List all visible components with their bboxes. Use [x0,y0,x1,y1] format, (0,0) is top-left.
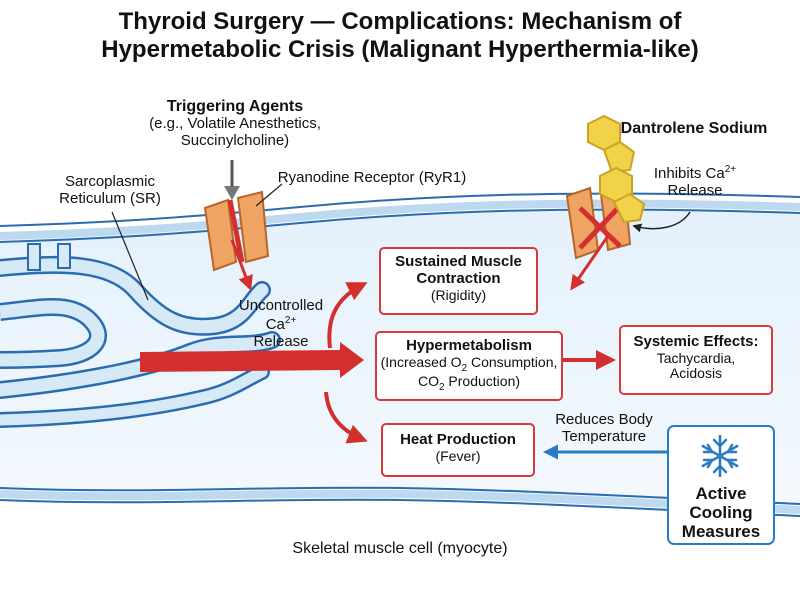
snowflake-icon [701,434,739,478]
box-systemic-frame [619,325,773,395]
reduces-line-1: Reduces Body [555,411,653,428]
triggers-label: Triggering Agents (e.g., Volatile Anesth… [120,98,350,150]
box-contraction: Sustained Muscle Contraction (Rigidity) [380,253,537,303]
page-title: Thyroid Surgery — Complications: Mechani… [20,8,780,65]
box-hypermetabolism: Hypermetabolism (Increased O2 Consumptio… [376,337,562,393]
inhibit-arrow [632,211,691,233]
dantrolene-molecule [587,114,646,224]
hypermetabolism-title: Hypermetabolism [406,337,532,354]
reduces-line-2: Temperature [561,427,647,445]
systemic-line-2: Acidosis [669,365,723,382]
release-superscript: 2+ [284,314,297,326]
inhibits-line-2: Release [667,181,723,199]
hypermetabolism-sub2-a: CO [417,372,439,389]
heat-sub: (Fever) [435,447,481,464]
reduces-label: Reduces Body Temperature [536,411,672,446]
release-line-1: Uncontrolled [238,297,324,314]
sr-label: Sarcoplasmic Reticulum (SR) [30,173,190,208]
cooling-line-3: Measures [681,522,761,542]
release-label: Uncontrolled Ca2+ Release [226,297,336,350]
cell-membrane-bottom [0,486,800,517]
cooling-line-1: Active [695,484,747,503]
contraction-title-1: Sustained Muscle [395,253,522,270]
box-contraction-frame [379,247,538,315]
hypermetabolism-sub2-subscript: 2 [438,381,445,393]
hypermetabolism-sub2-b: Production) [444,372,521,389]
box-heat: Heat Production (Fever) [382,431,534,464]
title-line-1: Thyroid Surgery — Complications: Mechani… [118,8,682,35]
hypermetabolism-sub1-subscript: 2 [461,362,468,374]
box-systemic: Systemic Effects: Tachycardia, Acidosis [620,333,772,382]
contraction-sub: (Rigidity) [430,286,487,303]
cooling-label: Active Cooling Measures [668,484,774,541]
trigger-arrow [224,160,240,200]
triggers-line-1: (e.g., Volatile Anesthetics, [149,114,321,132]
cell-caption: Skeletal muscle cell (myocyte) [292,540,508,557]
inhibits-label: Inhibits Ca2+ Release [640,164,750,200]
sr-label-line-2: Reticulum (SR) [59,189,161,207]
hypermetabolism-sub1-b: Consumption, [467,353,558,370]
triggers-heading: Triggering Agents [166,98,304,115]
sr-label-line-1: Sarcoplasmic [64,173,156,190]
cooling-line-2: Cooling [689,503,753,523]
triggers-line-2: Succinylcholine) [180,131,290,149]
arrow-to-contraction [327,282,368,349]
systemic-title: Systemic Effects: [633,333,759,350]
arrow-to-heat [324,391,368,444]
sr-leader-line [111,211,149,301]
inhibits-superscript: 2+ [724,164,737,175]
ca-release-arrow-right [570,235,610,291]
inhibits-text: Inhibits Ca [653,165,725,182]
ryr1-leader-line [255,183,283,207]
dantrolene-label: Dantrolene Sodium [620,120,768,137]
systemic-line-1: Tachycardia, [656,349,736,366]
contraction-title-2: Contraction [416,269,501,287]
box-heat-frame [381,423,535,477]
main-release-arrow [140,342,364,378]
title-line-2: Hypermetabolic Crisis (Malignant Hyperth… [101,36,699,64]
ca-release-arrow-left [230,239,253,291]
release-ca: Ca [265,315,285,333]
ryr1-label: Ryanodine Receptor (RyR1) [277,169,467,186]
heat-title: Heat Production [400,431,516,448]
release-line-3: Release [253,332,309,350]
cooling-box-frame [667,425,775,545]
hypermetabolism-sub1-a: (Increased O [380,353,462,370]
box-hypermetabolism-frame [375,331,563,401]
ryanodine-receptor-channel [203,190,270,272]
